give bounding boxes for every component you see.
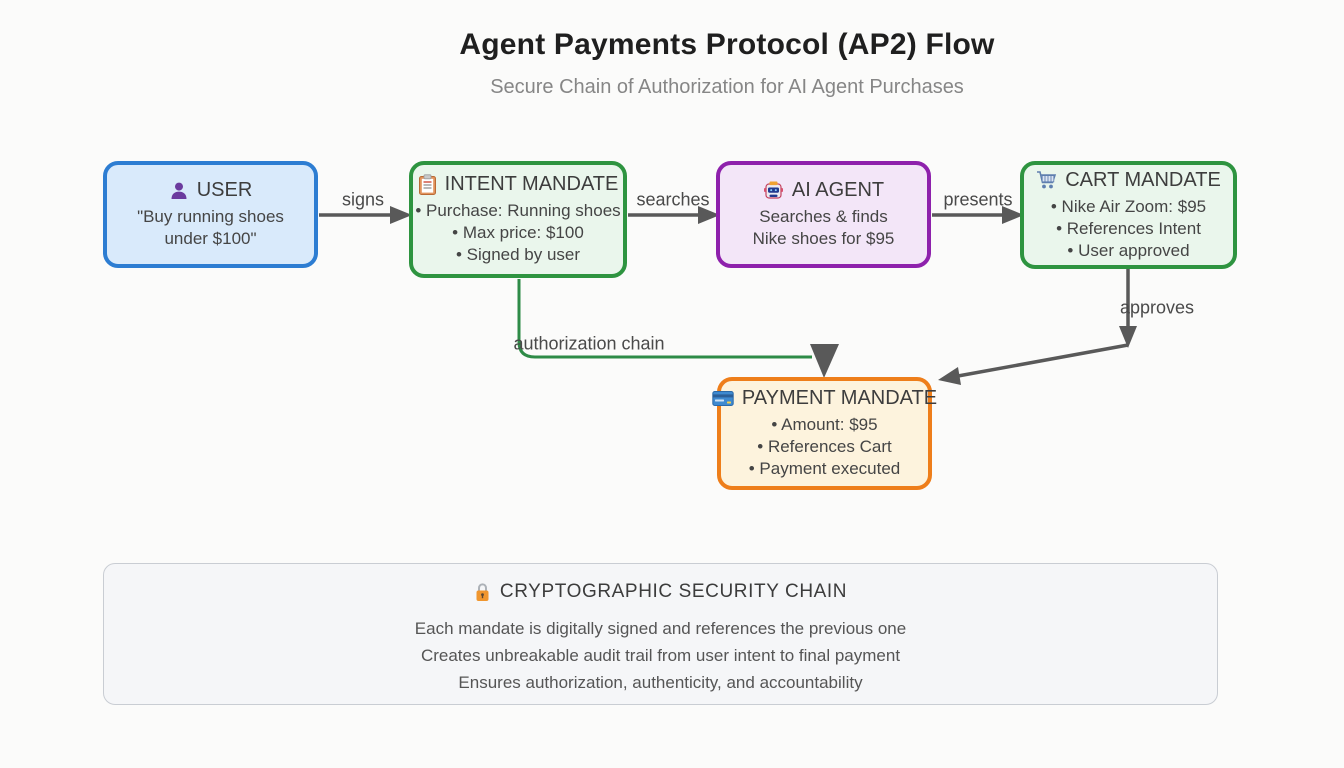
node-cart-line: • References Intent bbox=[1056, 218, 1201, 238]
node-cart-line: • Nike Air Zoom: $95 bbox=[1050, 196, 1207, 216]
node-cart-title-row: CART MANDATE bbox=[1036, 169, 1221, 192]
credit-card-icon bbox=[712, 390, 734, 407]
node-cart-line: • User approved bbox=[1067, 240, 1190, 260]
page-subtitle: Secure Chain of Authorization for AI Age… bbox=[490, 76, 964, 98]
security-line: Ensures authorization, authenticity, and… bbox=[458, 673, 863, 692]
node-intent-line: • Purchase: Running shoes bbox=[415, 201, 621, 220]
edge-label-authorization-chain: authorization chain bbox=[513, 333, 665, 354]
security-panel-body: Each mandate is digitally signed and ref… bbox=[104, 615, 1217, 696]
node-intent-line: • Max price: $100 bbox=[452, 223, 584, 242]
node-intent-mandate: INTENT MANDATE • Purchase: Running shoes… bbox=[409, 161, 627, 278]
clipboard-icon bbox=[418, 174, 437, 195]
node-ai-agent: AI AGENT Searches & finds Nike shoes for… bbox=[716, 161, 931, 268]
node-user-line: under $100" bbox=[164, 229, 257, 248]
edge-label-signs: signs bbox=[341, 189, 385, 210]
node-intent-title-row: INTENT MANDATE bbox=[418, 173, 619, 196]
node-user-line: "Buy running shoes bbox=[137, 207, 284, 226]
node-intent-title: INTENT MANDATE bbox=[444, 173, 619, 195]
edge-label-searches: searches bbox=[636, 189, 710, 210]
cart-icon bbox=[1036, 170, 1057, 190]
node-payment-title: PAYMENT MANDATE bbox=[741, 387, 938, 409]
node-agent-title-row: AI AGENT bbox=[763, 179, 884, 202]
page-title: Agent Payments Protocol (AP2) Flow bbox=[459, 28, 995, 61]
node-payment-line: • Payment executed bbox=[748, 459, 901, 478]
node-payment-title-row: PAYMENT MANDATE bbox=[712, 387, 937, 410]
node-user: USER "Buy running shoes under $100" bbox=[103, 161, 318, 268]
security-panel: CRYPTOGRAPHIC SECURITY CHAIN Each mandat… bbox=[103, 563, 1218, 705]
robot-icon bbox=[763, 180, 784, 201]
node-user-title: USER bbox=[196, 179, 253, 201]
node-cart-mandate: CART MANDATE • Nike Air Zoom: $95 • Refe… bbox=[1020, 161, 1237, 269]
node-payment-line: • References Cart bbox=[757, 437, 892, 456]
node-agent-line: Searches & finds bbox=[759, 207, 888, 226]
edge-label-approves: approves bbox=[1119, 297, 1195, 318]
security-panel-title: CRYPTOGRAPHIC SECURITY CHAIN bbox=[499, 581, 848, 602]
node-cart-title: CART MANDATE bbox=[1065, 168, 1221, 191]
node-payment-mandate: PAYMENT MANDATE • Amount: $95 • Referenc… bbox=[712, 377, 937, 490]
security-panel-title-row: CRYPTOGRAPHIC SECURITY CHAIN bbox=[104, 581, 1217, 603]
user-icon bbox=[169, 181, 189, 201]
security-line: Each mandate is digitally signed and ref… bbox=[414, 619, 907, 638]
security-line: Creates unbreakable audit trail from use… bbox=[420, 646, 901, 665]
edge-label-presents: presents bbox=[943, 189, 1013, 210]
edge-approves-arrow bbox=[938, 269, 1137, 385]
node-payment-line: • Amount: $95 bbox=[771, 415, 878, 434]
node-agent-title: AI AGENT bbox=[791, 179, 885, 201]
node-agent-line: Nike shoes for $95 bbox=[752, 229, 895, 248]
edge-authorization-chain-line bbox=[517, 279, 839, 378]
node-intent-line: • Signed by user bbox=[455, 245, 581, 264]
lock-icon bbox=[474, 582, 491, 602]
header: Agent Payments Protocol (AP2) Flow Secur… bbox=[0, 28, 1344, 99]
node-user-title-row: USER bbox=[169, 179, 253, 202]
